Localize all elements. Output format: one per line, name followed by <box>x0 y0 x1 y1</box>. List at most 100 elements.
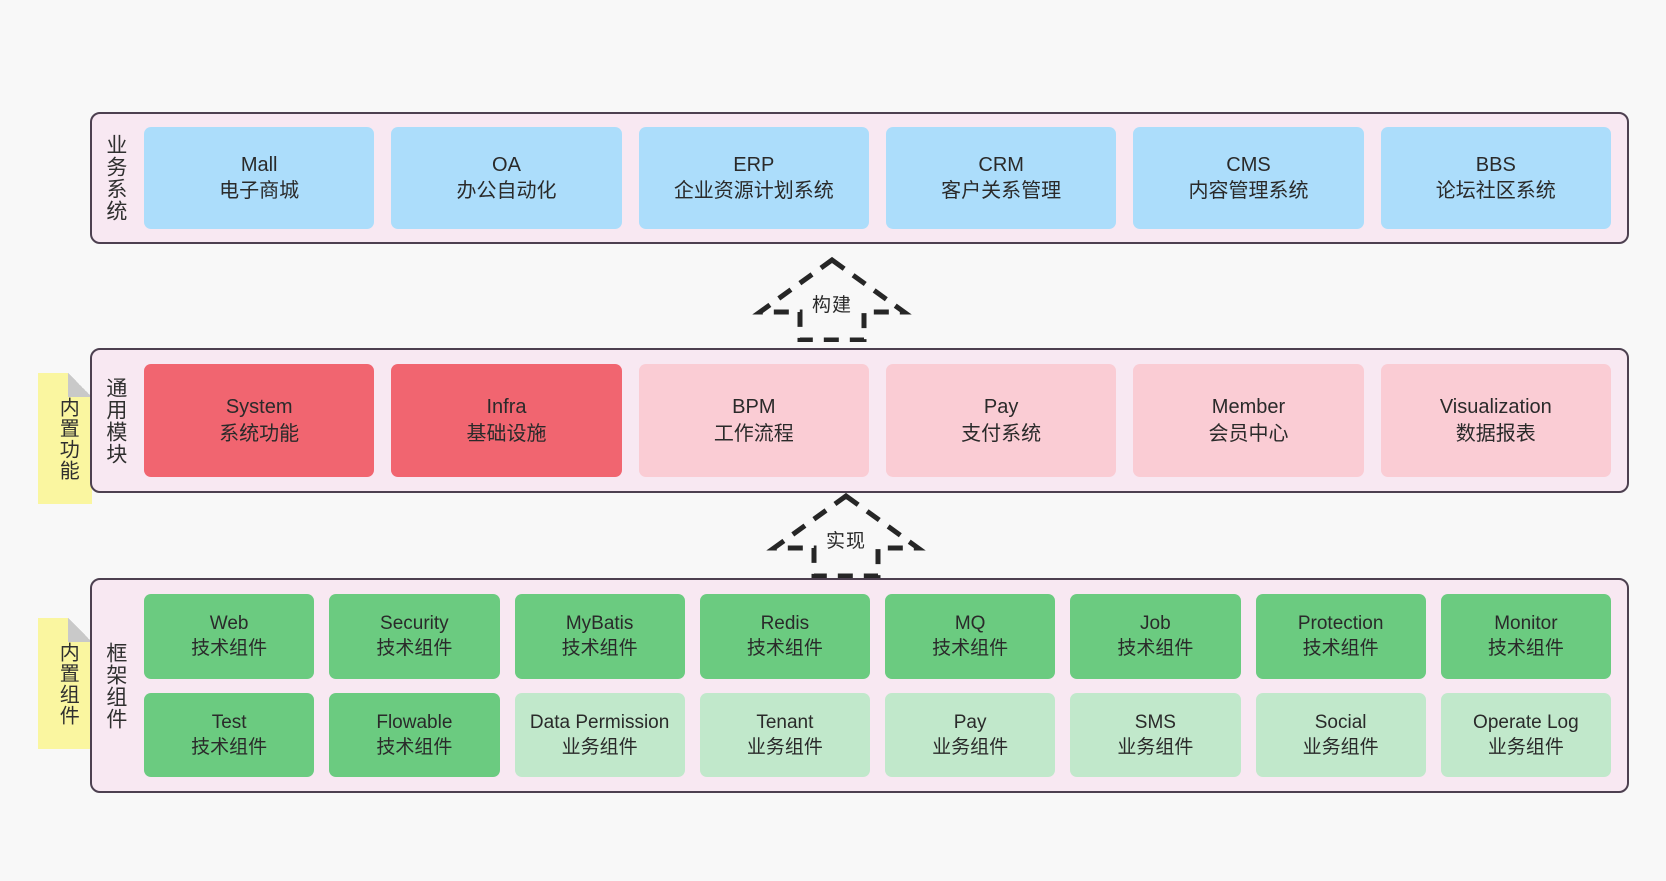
card-operate-log[interactable]: Operate Log 业务组件 <box>1440 692 1611 777</box>
card-social-en: Social <box>1314 711 1367 733</box>
card-redis-en: Redis <box>760 613 810 635</box>
card-web[interactable]: Web 技术组件 <box>144 594 315 679</box>
arrow-build-icon <box>752 256 912 343</box>
framework-row-technical: Web 技术组件 Security 技术组件 MyBatis 技术组件 Redi… <box>144 594 1611 679</box>
card-bpm-cn: 工作流程 <box>713 422 794 445</box>
card-visualization[interactable]: Visualization 数据报表 <box>1380 364 1611 477</box>
card-bbs-cn: 论坛社区系统 <box>1435 180 1556 202</box>
card-operate-log-en: Operate Log <box>1473 711 1579 733</box>
framework-row-business: Test 技术组件 Flowable 技术组件 Data Permission … <box>144 692 1611 777</box>
card-infra-cn: 基础设施 <box>466 422 547 445</box>
card-sms[interactable]: SMS 业务组件 <box>1070 692 1241 777</box>
layer-framework-component-cards: Web 技术组件 Security 技术组件 MyBatis 技术组件 Redi… <box>138 580 1627 791</box>
card-visualization-cn: 数据报表 <box>1455 422 1536 445</box>
card-security[interactable]: Security 技术组件 <box>329 594 500 679</box>
card-mq-cn: 技术组件 <box>932 638 1009 660</box>
card-data-permission[interactable]: Data Permission 业务组件 <box>514 692 685 777</box>
card-crm[interactable]: CRM 客户关系管理 <box>885 127 1117 229</box>
card-social-cn: 业务组件 <box>1302 736 1379 758</box>
card-bpm-en: BPM <box>732 396 776 419</box>
card-mybatis[interactable]: MyBatis 技术组件 <box>514 594 685 679</box>
card-member-cn: 会员中心 <box>1208 422 1289 445</box>
card-pay-module-cn: 支付系统 <box>961 422 1042 445</box>
layer-common-module-cards: System 系统功能 Infra 基础设施 BPM 工作流程 Pay 支付系统… <box>138 350 1627 491</box>
card-infra-en: Infra <box>486 396 527 419</box>
card-redis[interactable]: Redis 技术组件 <box>699 594 870 679</box>
layer-common-module-title: 通用模块 <box>103 376 127 465</box>
layer-business-system: 业务系统 Mall 电子商城 OA 办公自动化 ERP 企业资源计划系统 CRM… <box>90 112 1629 244</box>
arrow-implement-icon <box>766 492 926 579</box>
card-oa-en: OA <box>492 153 521 176</box>
card-pay-component[interactable]: Pay 业务组件 <box>885 692 1056 777</box>
card-cms-en: CMS <box>1226 153 1271 176</box>
layer-framework-component: 框架组件 Web 技术组件 Security 技术组件 MyBatis 技术组件… <box>90 578 1629 793</box>
card-test-cn: 技术组件 <box>191 736 268 758</box>
card-crm-en: CRM <box>978 153 1024 176</box>
card-oa-cn: 办公自动化 <box>456 180 557 202</box>
arrow-build-label: 构建 <box>812 295 853 316</box>
card-sms-cn: 业务组件 <box>1117 736 1194 758</box>
card-test-en: Test <box>211 711 247 733</box>
card-tenant-en: Tenant <box>756 711 814 733</box>
card-member-en: Member <box>1211 396 1286 419</box>
card-system-cn: 系统功能 <box>219 422 300 445</box>
card-pay-component-en: Pay <box>953 711 987 733</box>
card-mybatis-cn: 技术组件 <box>561 638 638 660</box>
arrow-build <box>752 256 912 343</box>
card-flowable-cn: 技术组件 <box>376 736 453 758</box>
card-web-cn: 技术组件 <box>191 638 268 660</box>
card-mybatis-en: MyBatis <box>565 613 634 635</box>
card-sms-en: SMS <box>1134 711 1176 733</box>
layer-framework-component-title: 框架组件 <box>103 641 127 730</box>
card-crm-cn: 客户关系管理 <box>941 180 1062 202</box>
card-bbs-en: BBS <box>1475 153 1516 176</box>
card-social[interactable]: Social 业务组件 <box>1255 692 1426 777</box>
card-visualization-en: Visualization <box>1439 396 1552 419</box>
card-bbs[interactable]: BBS 论坛社区系统 <box>1380 127 1611 229</box>
card-tenant[interactable]: Tenant 业务组件 <box>699 692 870 777</box>
arrow-implement <box>766 492 926 579</box>
card-operate-log-cn: 业务组件 <box>1487 736 1564 758</box>
card-data-permission-cn: 业务组件 <box>561 736 638 758</box>
card-mq[interactable]: MQ 技术组件 <box>885 594 1056 679</box>
card-cms[interactable]: CMS 内容管理系统 <box>1133 127 1364 229</box>
card-mall-en: Mall <box>240 153 278 176</box>
card-oa[interactable]: OA 办公自动化 <box>391 127 622 229</box>
card-data-permission-en: Data Permission <box>529 711 670 733</box>
card-mq-en: MQ <box>954 613 986 635</box>
card-cms-cn: 内容管理系统 <box>1188 180 1309 202</box>
card-infra[interactable]: Infra 基础设施 <box>391 364 622 477</box>
card-flowable[interactable]: Flowable 技术组件 <box>329 692 500 777</box>
layer-business-system-title: 业务系统 <box>103 134 127 222</box>
card-web-en: Web <box>209 613 249 635</box>
card-test[interactable]: Test 技术组件 <box>144 692 315 777</box>
card-security-cn: 技术组件 <box>376 638 453 660</box>
card-tenant-cn: 业务组件 <box>746 736 823 758</box>
card-security-en: Security <box>380 613 449 635</box>
card-redis-cn: 技术组件 <box>746 638 823 660</box>
note-builtin-component: 内置组件 <box>38 618 92 749</box>
card-protection-en: Protection <box>1297 613 1384 635</box>
card-bpm[interactable]: BPM 工作流程 <box>638 364 869 477</box>
card-flowable-en: Flowable <box>376 711 453 733</box>
card-monitor-cn: 技术组件 <box>1487 638 1564 660</box>
card-member[interactable]: Member 会员中心 <box>1133 364 1364 477</box>
card-pay-module[interactable]: Pay 支付系统 <box>885 364 1117 477</box>
card-mall[interactable]: Mall 电子商城 <box>144 127 375 229</box>
card-pay-module-en: Pay <box>983 396 1019 419</box>
card-mall-cn: 电子商城 <box>219 180 300 202</box>
card-system[interactable]: System 系统功能 <box>144 364 375 477</box>
card-protection[interactable]: Protection 技术组件 <box>1255 594 1426 679</box>
card-erp-cn: 企业资源计划系统 <box>673 180 834 202</box>
card-system-en: System <box>225 396 293 419</box>
card-erp[interactable]: ERP 企业资源计划系统 <box>638 127 869 229</box>
card-erp-en: ERP <box>733 153 775 176</box>
card-protection-cn: 技术组件 <box>1302 638 1379 660</box>
layer-common-module: 通用模块 System 系统功能 Infra 基础设施 BPM 工作流程 Pay… <box>90 348 1629 493</box>
card-job-en: Job <box>1140 613 1171 635</box>
card-monitor[interactable]: Monitor 技术组件 <box>1440 594 1611 679</box>
layer-business-system-cards: Mall 电子商城 OA 办公自动化 ERP 企业资源计划系统 CRM 客户关系… <box>138 114 1627 242</box>
card-job-cn: 技术组件 <box>1117 638 1194 660</box>
card-pay-component-cn: 业务组件 <box>932 736 1009 758</box>
card-job[interactable]: Job 技术组件 <box>1070 594 1241 679</box>
